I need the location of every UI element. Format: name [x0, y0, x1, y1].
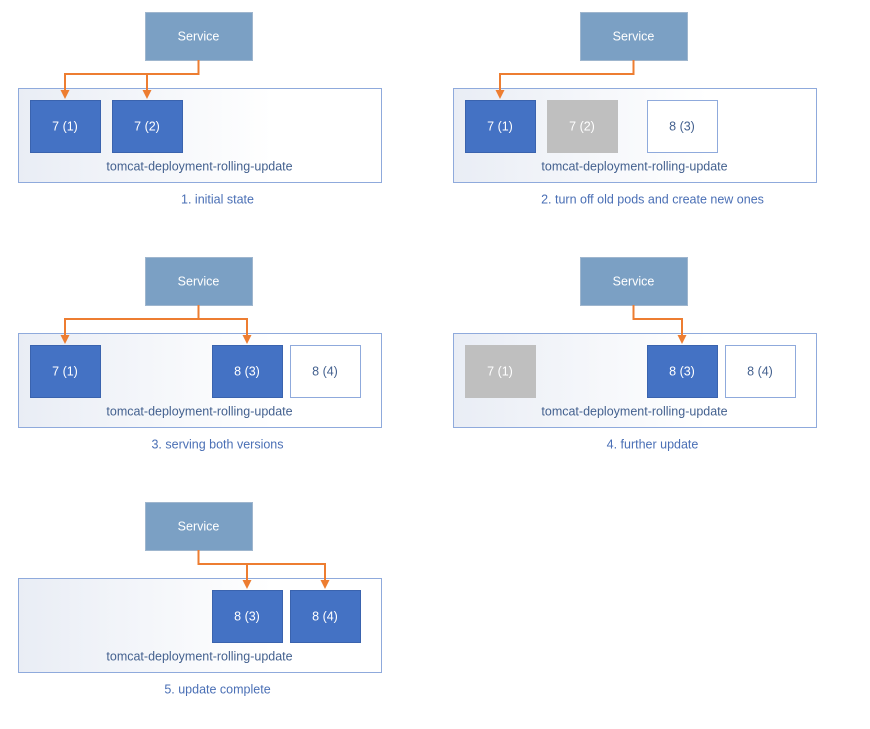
pod-box-active — [465, 100, 536, 153]
service-to-pod-connector — [495, 60, 635, 99]
panel-caption: 5. update complete — [164, 682, 270, 696]
panel-caption: 3. serving both versions — [151, 437, 283, 451]
pod-box-active — [212, 590, 283, 643]
arrowhead-icon — [495, 90, 505, 99]
service-label: Service — [178, 274, 220, 288]
service-to-pod-connector — [142, 60, 200, 99]
panel-1: tomcat-deployment-rolling-update 7 (1) 7 (… — [0, 0, 435, 239]
pod-label: 7 (1) — [52, 364, 78, 378]
pod-box-terminating — [547, 100, 618, 153]
service-box — [145, 12, 253, 61]
service-box — [580, 12, 688, 61]
pod-label: 7 (2) — [134, 119, 160, 133]
service-box — [145, 502, 253, 551]
pod-box-pending — [647, 100, 718, 153]
pod-box-active — [112, 100, 183, 153]
panel-caption: 4. further update — [607, 437, 699, 451]
panel-caption: 1. initial state — [181, 192, 254, 206]
pod-box-pending — [725, 345, 796, 398]
deployment-label: tomcat-deployment-rolling-update — [106, 649, 292, 663]
pod-box-active — [647, 345, 718, 398]
service-box — [580, 257, 688, 306]
deployment-label: tomcat-deployment-rolling-update — [106, 159, 292, 173]
arrowhead-icon — [60, 90, 70, 99]
panel-2: tomcat-deployment-rolling-update 7 (1) 7 (… — [435, 0, 870, 239]
service-to-pod-connector — [632, 305, 687, 344]
arrowhead-icon — [60, 335, 70, 344]
pod-label: 8 (3) — [234, 364, 260, 378]
pod-box-active — [290, 590, 361, 643]
deployment-label: tomcat-deployment-rolling-update — [541, 159, 727, 173]
pod-label: 8 (3) — [669, 364, 695, 378]
arrowhead-icon — [142, 90, 152, 99]
panel-5: tomcat-deployment-rolling-update 8 (3) 8 (… — [0, 490, 435, 729]
arrowhead-icon — [677, 335, 687, 344]
pod-box-active — [30, 100, 101, 153]
pod-label: 8 (3) — [669, 119, 695, 133]
arrowhead-icon — [242, 580, 252, 589]
pod-label: 7 (1) — [52, 119, 78, 133]
service-to-pod-connector — [197, 305, 252, 344]
pod-label: 7 (1) — [487, 364, 513, 378]
panel-caption: 2. turn off old pods and create new ones — [541, 192, 764, 206]
arrowhead-icon — [242, 335, 252, 344]
pod-label: 8 (3) — [234, 609, 260, 623]
service-box — [145, 257, 253, 306]
pod-box-pending — [290, 345, 361, 398]
pod-label: 8 (4) — [747, 364, 773, 378]
pod-box-active — [212, 345, 283, 398]
pod-label: 7 (2) — [569, 119, 595, 133]
service-to-pod-connector — [197, 550, 330, 589]
panel-3: tomcat-deployment-rolling-update 7 (1) 8 (… — [0, 245, 435, 484]
service-label: Service — [613, 274, 655, 288]
service-label: Service — [178, 519, 220, 533]
pod-box-active — [30, 345, 101, 398]
pod-label: 8 (4) — [312, 609, 338, 623]
service-label: Service — [178, 29, 220, 43]
panel-4: tomcat-deployment-rolling-update 7 (1) 8 (… — [435, 245, 870, 484]
arrowhead-icon — [320, 580, 330, 589]
deployment-label: tomcat-deployment-rolling-update — [541, 404, 727, 418]
pod-box-terminating — [465, 345, 536, 398]
deployment-label: tomcat-deployment-rolling-update — [106, 404, 292, 418]
pod-label: 8 (4) — [312, 364, 338, 378]
pod-label: 7 (1) — [487, 119, 513, 133]
service-label: Service — [613, 29, 655, 43]
